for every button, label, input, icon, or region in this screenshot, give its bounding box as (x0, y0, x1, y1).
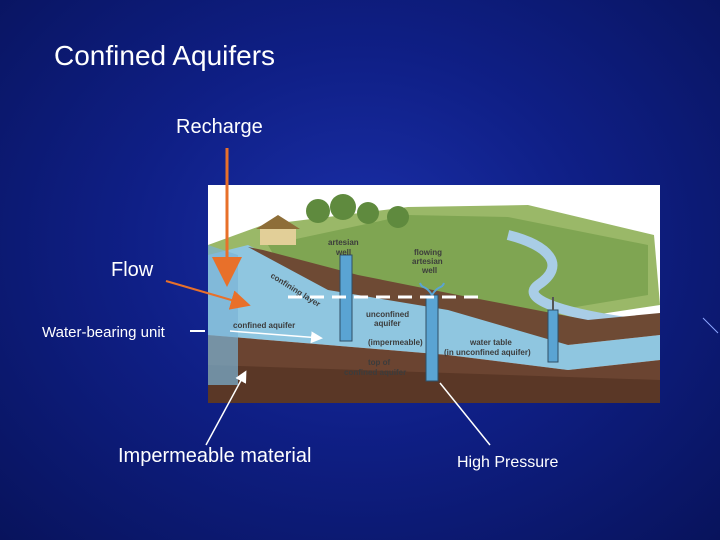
label-water-table-1: water table (469, 338, 512, 347)
label-artesian-well-1: artesian (328, 238, 359, 247)
house (260, 227, 296, 245)
high-pressure-pointer (439, 382, 491, 446)
recharge-label: Recharge (176, 116, 263, 138)
water-bearing-unit-label: Water-bearing unit (42, 324, 165, 341)
label-artesian-well-2: well (335, 248, 351, 257)
impermeable-pointer (205, 370, 247, 446)
high-pressure-label: High Pressure (457, 454, 559, 471)
label-impermeable: (impermeable) (368, 338, 423, 347)
label-confined-aquifer: confined aquifer (233, 321, 295, 330)
flow-label: Flow (111, 259, 154, 281)
slide-title: Confined Aquifers (54, 40, 276, 71)
label-water-table-2: (in unconfined aquifer) (444, 348, 531, 357)
label-unconfined-2: aquifer (374, 319, 401, 328)
label-top-confined-1: top of (368, 358, 391, 367)
label-flowing-2: artesian (412, 257, 443, 266)
label-top-confined-2: confined aquifer (344, 368, 406, 377)
label-flowing-3: well (421, 266, 437, 275)
label-flowing-1: flowing (414, 248, 442, 257)
river (506, 230, 649, 330)
flow-pointer (165, 280, 251, 310)
label-unconfined-1: unconfined (366, 310, 409, 319)
impermeable-material-label: Impermeable material (118, 445, 312, 467)
trees (306, 194, 409, 228)
